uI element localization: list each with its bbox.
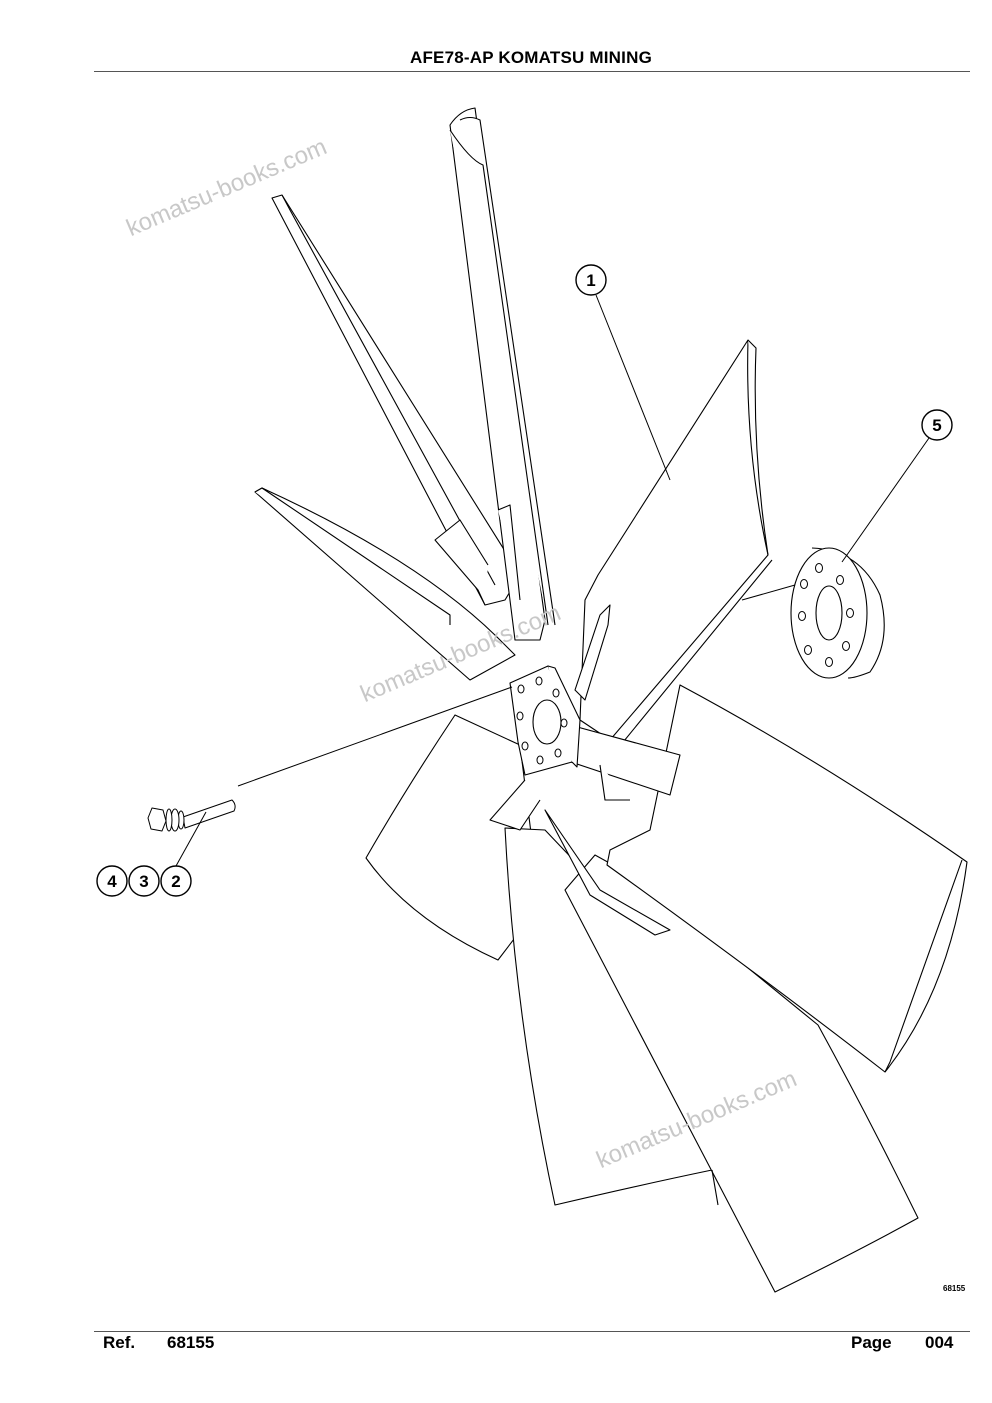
fan-blade-bottom-left	[504, 827, 713, 1206]
page-label: Page	[851, 1333, 892, 1352]
page-title: AFE78-AP KOMATSU MINING	[410, 48, 652, 67]
callout-label-1: 1	[586, 271, 595, 290]
callout-label-4: 4	[107, 872, 117, 891]
bolt	[147, 799, 236, 832]
footer-divider	[94, 1331, 970, 1332]
hub-bore	[532, 699, 562, 745]
ref-label: Ref.	[103, 1333, 136, 1352]
fan-blade-bottom-right	[564, 854, 919, 1293]
callout-label-5: 5	[932, 416, 941, 435]
callout-2	[160, 865, 192, 897]
hub-spoke-down	[544, 809, 671, 936]
callout-label-3: 3	[139, 872, 148, 891]
fan-blade-right	[606, 684, 968, 1073]
callout-4	[96, 865, 128, 897]
page-number: 004	[925, 1333, 954, 1352]
callout-5	[921, 409, 953, 441]
ref-number: 68155	[167, 1333, 215, 1352]
callout-label-2: 2	[171, 872, 180, 891]
drawing-number: 68155	[943, 1284, 966, 1293]
fan-blade-lower-left	[365, 714, 541, 961]
hub-spoke-upper	[574, 604, 611, 701]
callout-3	[128, 865, 160, 897]
header-divider	[94, 71, 970, 72]
callout-1	[575, 264, 607, 296]
